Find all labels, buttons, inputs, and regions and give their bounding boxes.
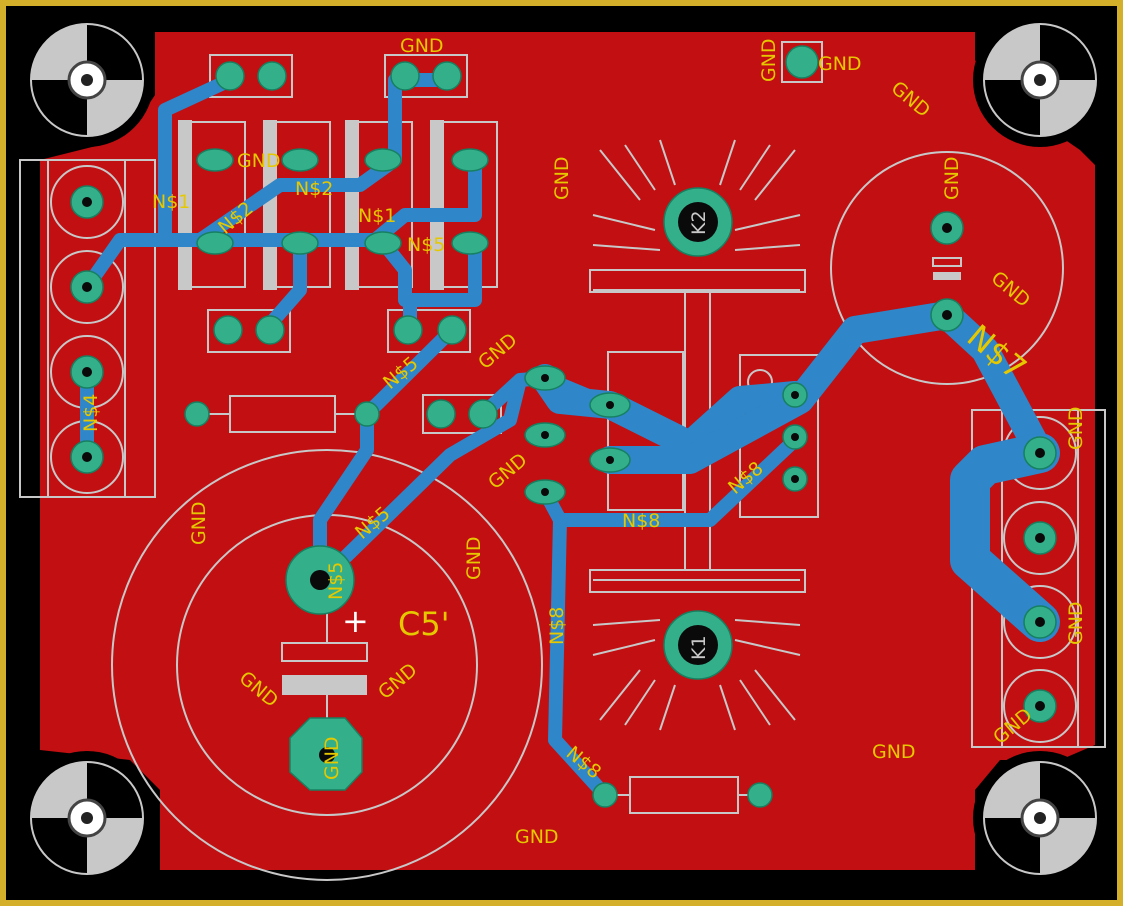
heatsink-k1 — [589, 569, 806, 731]
gnd-label-bottom: GND — [515, 826, 559, 848]
terminal-block-left — [19, 159, 156, 498]
mounting-hole-top-right — [973, 13, 1107, 147]
ic-array-outlines — [178, 120, 498, 290]
gnd-label-vertical-top: GND — [758, 38, 780, 82]
net-label-n1-left: N$1 — [152, 191, 190, 213]
mounting-hole-bottom-left — [20, 751, 154, 885]
gnd-label-terminal-right-1: GND — [1065, 406, 1087, 450]
gnd-label-ic-row: GND — [237, 150, 281, 172]
net-label-n2-top: N$2 — [295, 178, 333, 200]
gnd-label-vertical-center: GND — [551, 156, 573, 200]
component-label-k1: K1 — [688, 635, 710, 660]
mounting-hole-bottom-right — [973, 751, 1107, 885]
gnd-label-left-cap: GND — [188, 501, 210, 545]
component-label-k2: K2 — [688, 210, 710, 235]
capacitor-plus-sign: + — [342, 602, 369, 640]
capacitor-c-right-outline — [830, 151, 1064, 385]
net-label-n5-mid: N$5 — [407, 234, 445, 256]
gnd-label-bottom-right: GND — [872, 741, 916, 763]
gnd-label-right-cap: GND — [463, 536, 485, 580]
net-label-n5-pad: N$5 — [325, 562, 347, 600]
net-label-n8-horizontal: N$8 — [622, 510, 660, 532]
net-label-n4: N$4 — [80, 394, 102, 432]
gnd-label-cap-right: GND — [941, 156, 963, 200]
component-label-c5: C5' — [398, 605, 450, 643]
net-label-n8-vertical: N$8 — [546, 607, 568, 645]
heatsink-k2 — [589, 139, 806, 293]
net-label-n1-mid: N$1 — [358, 205, 396, 227]
pads — [70, 45, 1057, 808]
gnd-label-top-right: GND — [818, 53, 862, 75]
gnd-label-cap-pad: GND — [321, 736, 343, 780]
gnd-label-top-left: GND — [400, 35, 444, 57]
gnd-label-terminal-right-2: GND — [1065, 601, 1087, 645]
mounting-hole-top-left — [20, 13, 154, 147]
